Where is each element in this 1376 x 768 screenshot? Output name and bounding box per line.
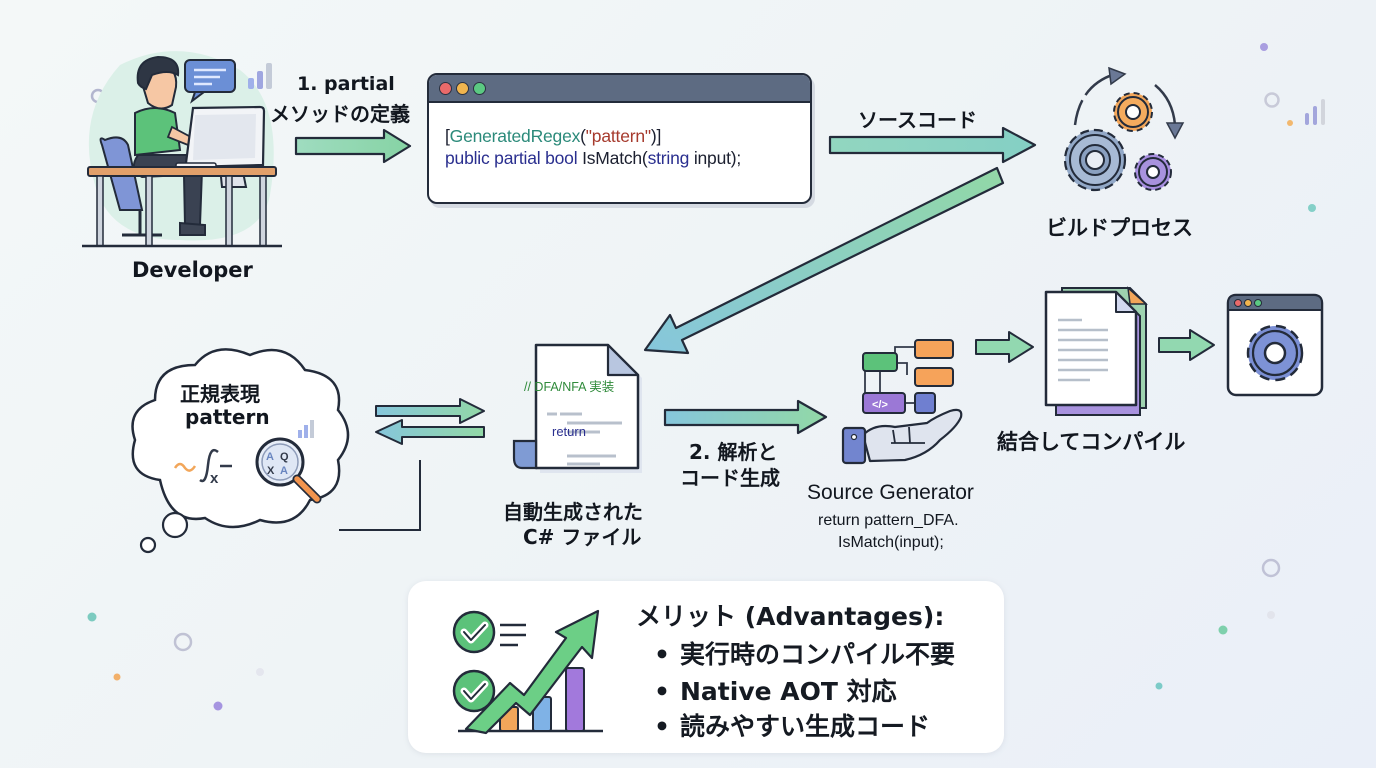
stacked-documents-icon (1044, 286, 1148, 416)
checkmark-icon (452, 610, 496, 654)
arrow-to-file (375, 398, 485, 424)
decor-dot (1218, 625, 1228, 635)
generated-file-icon (512, 343, 642, 473)
svg-text:x: x (210, 470, 219, 487)
source-generator-title: Source Generator (807, 481, 974, 504)
compiled-app-window-icon (1226, 293, 1324, 397)
large-gear-icon (1063, 128, 1127, 192)
cycle-arrow-icon (1073, 72, 1116, 126)
source-code-label: ソースコード (858, 108, 977, 132)
file-code-comment: // DFA/NFA 実装 (524, 380, 615, 394)
advantages-card: メリット (Advantages): •実行時のコンパイル不要 •Native … (408, 581, 1004, 753)
block-diagram-icon: </> (862, 339, 954, 414)
advantages-title: メリット (Advantages): (636, 602, 945, 631)
svg-text:A: A (280, 465, 288, 477)
decor-dot (113, 673, 121, 681)
regex-thought-cloud: x A Q X A (131, 348, 350, 554)
growth-bar-3 (565, 667, 585, 732)
build-process-gears-icon (1063, 66, 1185, 192)
svg-text:Q: Q (280, 451, 289, 463)
generated-file-label-line2: C# ファイル (523, 525, 642, 549)
bars-icon (248, 63, 272, 89)
step1-arrow (294, 128, 412, 164)
decor-dot (1267, 611, 1275, 619)
regex-label: 正規表現 (180, 382, 260, 406)
maximize-dot-icon (473, 82, 486, 95)
code-tag-text: </> (872, 399, 888, 411)
code-editor-window: [GeneratedRegex("pattern")] public parti… (427, 73, 812, 204)
speech-bubble-icon (184, 59, 236, 104)
source-generator-code-line2: IsMatch(input); (838, 534, 944, 551)
checkmark-icon (452, 669, 496, 713)
code-line-signature: public partial bool IsMatch(string input… (445, 148, 742, 168)
growth-chart-icon (452, 609, 603, 735)
growth-arrow (464, 609, 600, 735)
source-generator-icon: </> (841, 339, 963, 465)
code-line-attribute: [GeneratedRegex("pattern")] (445, 126, 662, 146)
thought-bubble-large (161, 511, 189, 539)
advantage-item: •実行時のコンパイル不要 (654, 640, 956, 669)
decor-ring (1261, 558, 1281, 578)
decor-dot (1260, 43, 1268, 51)
developer-illustration (82, 51, 282, 248)
chart-bars-icon (298, 420, 314, 438)
generator-to-docs-arrow (975, 331, 1034, 363)
svg-text:X: X (267, 465, 275, 477)
decor-dot (1308, 204, 1316, 212)
pattern-label: pattern (185, 405, 270, 429)
step1-label-line1: 1. partial (297, 73, 395, 95)
file-code-return: return (552, 424, 586, 439)
developer-label: Developer (132, 258, 253, 282)
generated-file-label-line1: 自動生成された (503, 500, 643, 524)
math-symbols-icon: x (173, 448, 232, 487)
source-code-arrow (828, 126, 1037, 164)
bracket-connector (339, 460, 421, 531)
decor-dot (1287, 120, 1293, 126)
close-dot-icon (439, 82, 452, 95)
decor-dot (87, 612, 97, 622)
arrow-to-cloud (375, 419, 485, 445)
code-snippet: [GeneratedRegex("pattern")] public parti… (445, 125, 741, 169)
gear-icon (1246, 324, 1304, 382)
decor-dot (1155, 682, 1163, 690)
orange-gear-icon (1113, 92, 1153, 132)
advantage-item: •読みやすい生成コード (654, 712, 931, 741)
magnifier-icon: A Q X A (255, 437, 322, 504)
docs-to-app-arrow (1158, 329, 1215, 361)
advantage-item: •Native AOT 対応 (654, 677, 897, 706)
decor-dot (213, 701, 223, 711)
decor-ring (173, 632, 193, 652)
svg-text:A: A (266, 451, 274, 463)
thought-bubble-small (139, 536, 157, 554)
desk-icon (82, 166, 282, 248)
source-generator-code-line1: return pattern_DFA. (818, 512, 959, 529)
robotic-hand-icon (841, 408, 963, 465)
build-to-file-arrow (643, 166, 1005, 355)
build-process-label: ビルドプロセス (1046, 216, 1193, 240)
decor-bars-icon (1305, 99, 1325, 125)
cloud-file-arrows (339, 398, 485, 531)
step2-arrow (663, 399, 828, 435)
step1-label-line2: メソッドの定義 (270, 102, 410, 126)
step2-label-line2: コード生成 (680, 466, 780, 490)
compile-label: 結合してコンパイル (997, 430, 1186, 454)
decor-dot (256, 668, 264, 676)
window-titlebar (429, 75, 810, 103)
minimize-dot-icon (456, 82, 469, 95)
step2-label-line1: 2. 解析と (689, 440, 778, 464)
purple-gear-icon (1134, 153, 1172, 191)
decor-ring (1264, 92, 1280, 108)
